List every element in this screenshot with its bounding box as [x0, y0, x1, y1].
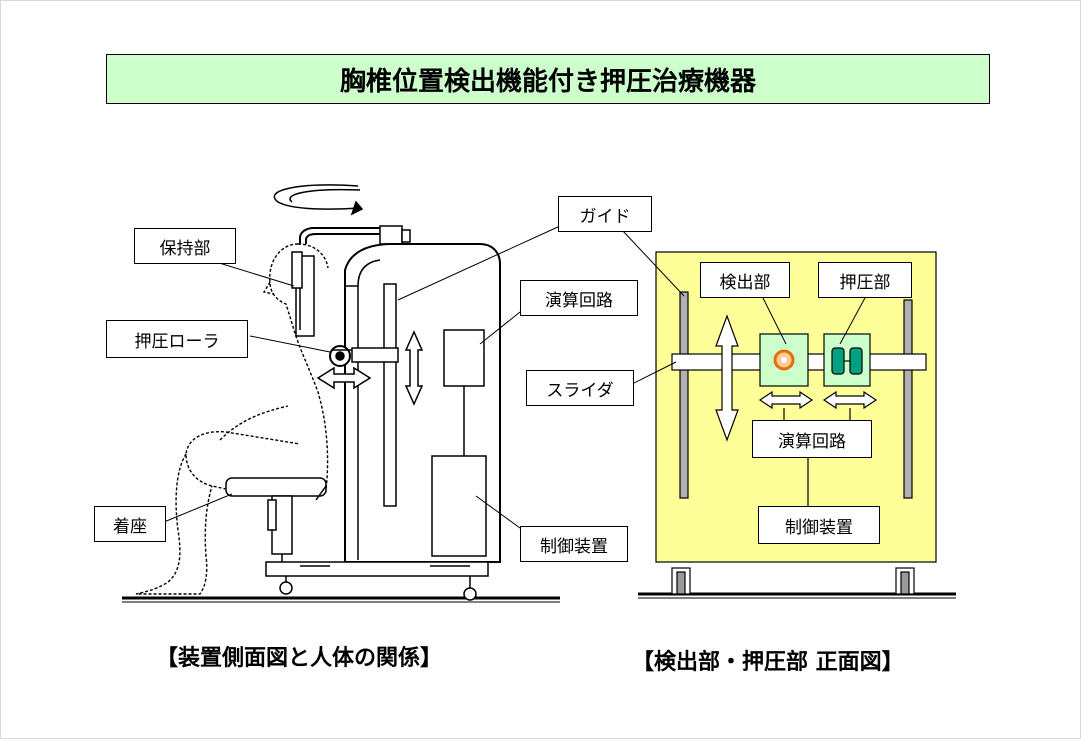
label-controller-side: 制御装置 — [520, 526, 628, 562]
label-circuit-front: 演算回路 — [752, 420, 872, 458]
label-roller: 押圧ローラ — [106, 320, 248, 358]
label-holder: 保持部 — [134, 228, 236, 264]
caption-side-view: 【装置側面図と人体の関係】 — [156, 640, 442, 672]
label-seat: 着座 — [94, 506, 166, 542]
label-circuit-side: 演算回路 — [520, 280, 638, 316]
label-controller-front: 制御装置 — [758, 506, 880, 544]
label-guide: ガイド — [558, 196, 652, 232]
label-slider: スライダ — [526, 370, 634, 406]
label-detector: 検出部 — [700, 262, 790, 298]
label-presser: 押圧部 — [818, 262, 912, 298]
caption-front-view: 【検出部・押圧部 正面図】 — [632, 644, 904, 676]
